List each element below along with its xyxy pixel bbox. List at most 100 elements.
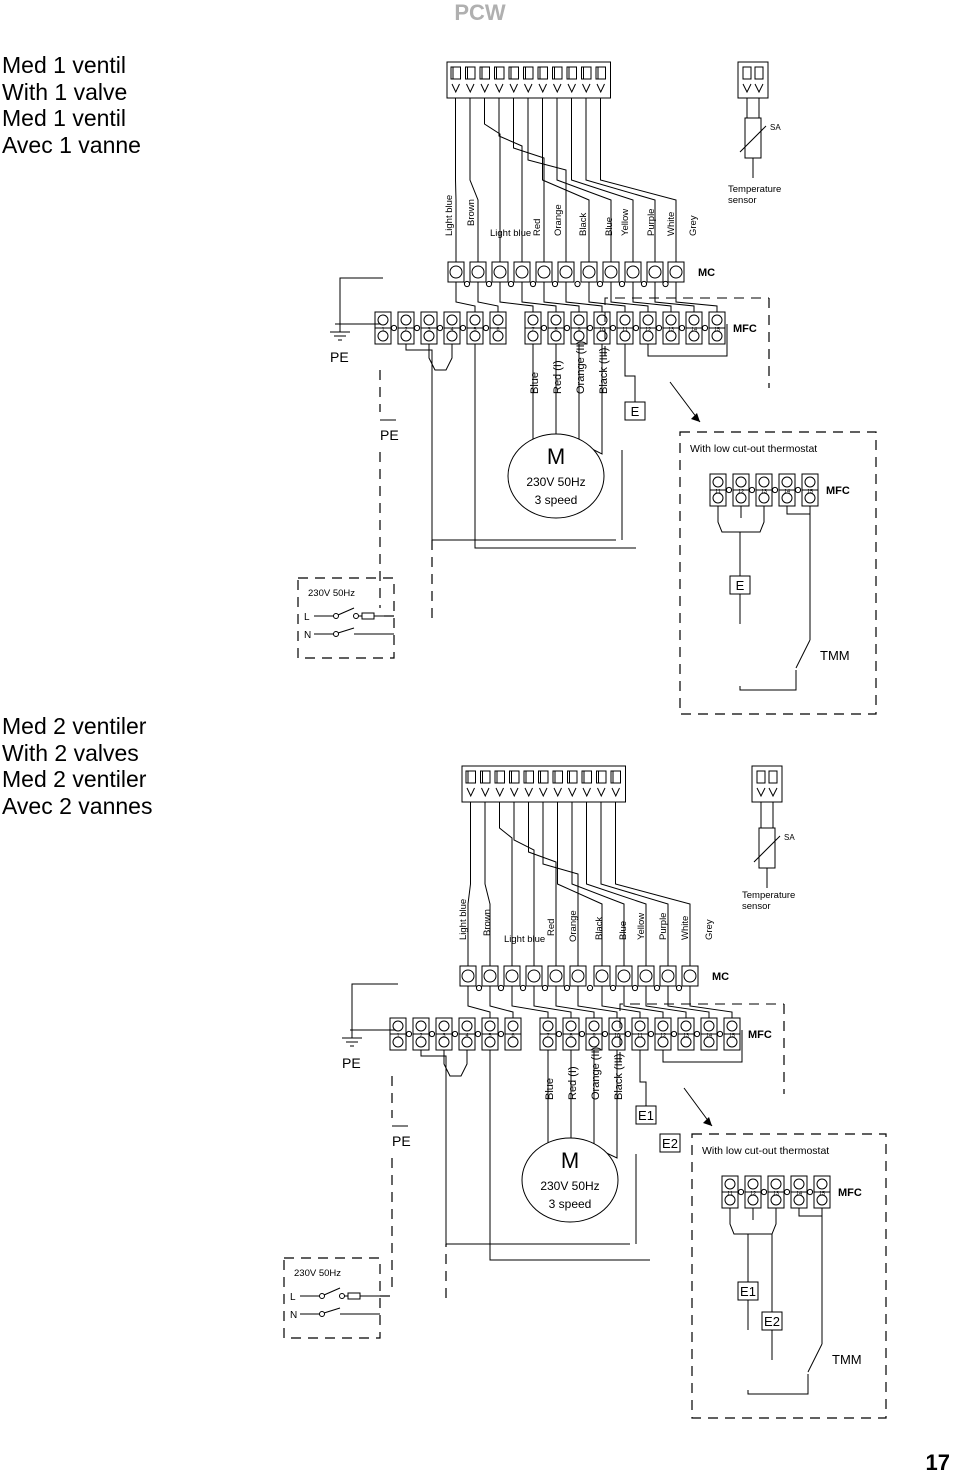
terminal-screw xyxy=(461,1036,473,1048)
mc-terminal-wire xyxy=(499,294,534,312)
terminal-screw xyxy=(747,1178,759,1190)
mc-link xyxy=(586,984,594,992)
terminal-screw xyxy=(657,1020,669,1032)
wire-color-label: Orange xyxy=(553,204,564,236)
supply-label: 230V 50Hz xyxy=(294,1268,341,1279)
terminal-screw xyxy=(400,314,412,326)
connector-socket xyxy=(610,770,621,784)
mc-screw xyxy=(505,969,519,983)
terminal-screw xyxy=(735,476,747,488)
terminal-link xyxy=(578,1030,586,1038)
thermostat-title: With low cut-out thermostat xyxy=(690,443,817,455)
terminal-link xyxy=(563,324,571,332)
mc-link xyxy=(618,280,626,288)
connector-housing xyxy=(446,61,611,99)
supply-switch xyxy=(337,607,355,616)
connector-pin xyxy=(524,787,533,798)
mc-link xyxy=(485,280,493,288)
terminal-screw xyxy=(573,330,585,342)
connector-socket xyxy=(479,66,490,80)
terminal-number: 7 xyxy=(531,327,534,333)
terminal-number: 5 xyxy=(488,1033,491,1039)
terminal-screw xyxy=(377,330,389,342)
terminal-screw xyxy=(423,330,435,342)
sensor-label: sensor xyxy=(728,195,757,206)
connector-socket xyxy=(566,66,577,80)
harness-wire xyxy=(586,802,647,966)
mc-screw xyxy=(626,265,640,279)
mc-link xyxy=(519,984,527,992)
motor-wire-label: Black (III) xyxy=(613,1054,625,1100)
terminal-screw xyxy=(724,1194,736,1206)
mc-terminal-wire xyxy=(610,294,649,312)
mc-terminal-wire xyxy=(623,998,664,1018)
sensor-label: Temperature xyxy=(728,184,781,195)
motor-wire xyxy=(539,1050,549,1160)
terminal-link xyxy=(459,324,467,332)
mc-screw xyxy=(449,265,463,279)
motor-wire-label: Red (I) xyxy=(567,1066,579,1100)
pe-wire xyxy=(339,277,383,332)
mc-link xyxy=(574,280,581,288)
caption-line: Avec 1 vanne xyxy=(2,131,141,158)
terminal-screw xyxy=(507,1020,519,1032)
mc-link xyxy=(640,280,648,288)
wire-color-label: Light blue xyxy=(490,228,531,239)
terminal-link xyxy=(632,324,640,332)
valve-wire xyxy=(647,324,728,357)
terminal-link xyxy=(771,486,779,494)
switch-contact xyxy=(319,1311,325,1317)
terminal-screw xyxy=(781,492,793,504)
terminal-screw xyxy=(680,1020,692,1032)
terminal-link xyxy=(806,1188,814,1196)
mfc-label: MFC xyxy=(748,1029,772,1041)
motor-icon xyxy=(507,433,605,519)
mc-screw xyxy=(493,265,507,279)
mc-terminal-wire xyxy=(555,998,595,1018)
mc-screw xyxy=(571,969,585,983)
mc-label: MC xyxy=(712,971,729,983)
mc-screw xyxy=(648,265,662,279)
terminal-number: 9 xyxy=(577,327,580,333)
terminal-screw xyxy=(619,330,631,342)
terminal-number: 12 xyxy=(660,1033,666,1039)
jumper-wire xyxy=(428,344,453,371)
mc-screw xyxy=(669,265,683,279)
valve-label: E xyxy=(631,404,640,419)
connector-pin xyxy=(582,787,591,798)
harness-wire xyxy=(469,98,479,262)
mc-terminal-wire xyxy=(645,998,687,1018)
connector-housing xyxy=(461,765,626,803)
terminal-number: 5 xyxy=(473,327,476,333)
supply-switch xyxy=(323,1287,341,1296)
terminal-screw xyxy=(711,314,723,326)
terminal-link xyxy=(624,1030,632,1038)
mc-terminal-wire xyxy=(577,998,618,1018)
connector-socket xyxy=(523,66,534,80)
terminal-link xyxy=(413,324,421,332)
connector-pin xyxy=(553,83,562,94)
terminal-number: 6 xyxy=(511,1033,514,1039)
terminal-screw xyxy=(711,330,723,342)
connector-pin xyxy=(568,787,577,798)
supply-dashed-box xyxy=(297,577,395,659)
jumper-wire xyxy=(786,506,811,515)
terminal-number: 13 xyxy=(668,327,674,333)
valve-wire xyxy=(662,1030,743,1063)
jumper-wire xyxy=(729,1208,777,1235)
connector-pin xyxy=(553,787,562,798)
connector-socket xyxy=(742,66,752,80)
terminal-number: 13 xyxy=(761,489,767,495)
terminal-number: 4 xyxy=(450,327,453,333)
harness-wire xyxy=(528,802,557,966)
terminal-link xyxy=(540,324,548,332)
pe-label: PE xyxy=(392,1133,411,1149)
connector-socket xyxy=(509,770,520,784)
terminal-link xyxy=(693,1030,701,1038)
terminal-screw xyxy=(423,314,435,326)
terminal-link xyxy=(451,1030,459,1038)
motor-wire-label: Blue xyxy=(529,372,541,394)
harness-wire xyxy=(585,98,656,262)
wire-color-label: Yellow xyxy=(620,209,631,236)
terminal-number: 2 xyxy=(419,1033,422,1039)
